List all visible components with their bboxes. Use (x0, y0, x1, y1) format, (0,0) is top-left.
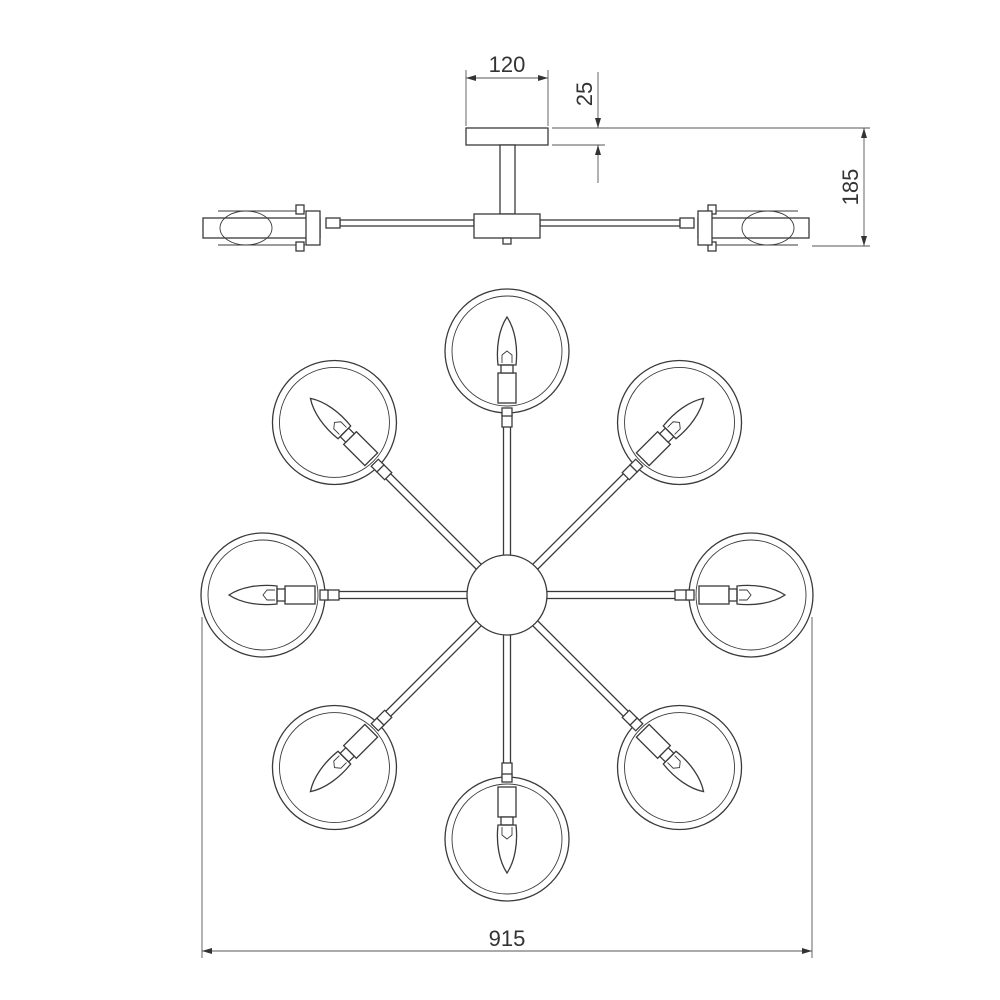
arms (300, 388, 714, 802)
lamp (444, 773, 570, 902)
lamp (616, 359, 743, 486)
dimension-label-canopy-width: 120 (489, 52, 526, 77)
hub-finial (502, 237, 512, 245)
central-hub-top (466, 554, 548, 636)
top-view: 915 (200, 288, 814, 958)
dimension-canopy-width: 120 (465, 52, 549, 126)
lamp (200, 532, 329, 658)
dimension-canopy-thickness: 25 (552, 72, 605, 183)
dimension-label-canopy-thickness: 25 (572, 82, 597, 106)
lamp (616, 704, 743, 831)
lamp (685, 532, 814, 658)
side-view: 120 25 185 (202, 52, 870, 252)
dimension-label-total-diameter: 915 (489, 926, 526, 951)
dimension-total-height: 185 (605, 127, 870, 247)
arm-bar-right (539, 219, 681, 227)
ceiling-canopy (465, 127, 549, 146)
arm-coupling (679, 217, 695, 229)
dimension-label-total-height: 185 (838, 169, 863, 206)
lamp (271, 704, 398, 831)
lamps (200, 288, 814, 902)
side-lamp-right (697, 204, 810, 252)
lamp (444, 288, 570, 417)
dimension-total-diameter: 915 (201, 617, 813, 958)
arm-bar-left (339, 219, 475, 227)
side-lamp-left (202, 204, 321, 252)
central-hub (473, 213, 541, 239)
arm-coupling (325, 217, 341, 229)
lamp (271, 359, 398, 486)
stem (499, 144, 516, 215)
